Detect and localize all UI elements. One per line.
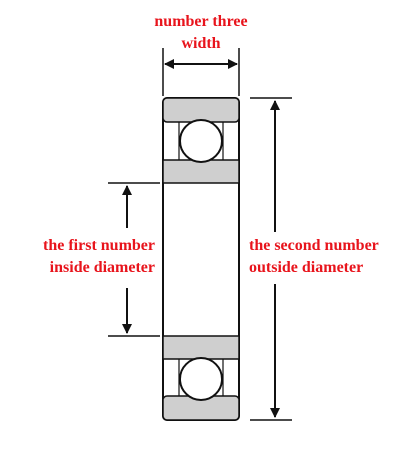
- inside-diameter-label-line1: the first number: [43, 237, 155, 254]
- width-label-line1: number three: [154, 13, 247, 30]
- inner-ring-top: [162, 159, 240, 184]
- inside-diameter-dimension: [108, 182, 160, 337]
- ball-bottom: [179, 357, 223, 401]
- inside-diameter-label-line2: inside diameter: [50, 259, 155, 276]
- ball-top: [179, 119, 223, 163]
- labels: number three width the first number insi…: [43, 13, 379, 276]
- outside-diameter-label-line2: outside diameter: [249, 259, 363, 276]
- outside-diameter-dimension: [250, 97, 292, 421]
- bearing-cross-section: [162, 97, 240, 421]
- outside-diameter-label-line1: the second number: [249, 237, 379, 254]
- width-dimension: [162, 48, 240, 96]
- bearing-top-section: [162, 97, 240, 184]
- outer-ring-top: [162, 97, 240, 123]
- width-label-line2: width: [181, 35, 220, 52]
- inner-ring-bottom: [162, 335, 240, 360]
- bearing-bottom-section: [162, 335, 240, 421]
